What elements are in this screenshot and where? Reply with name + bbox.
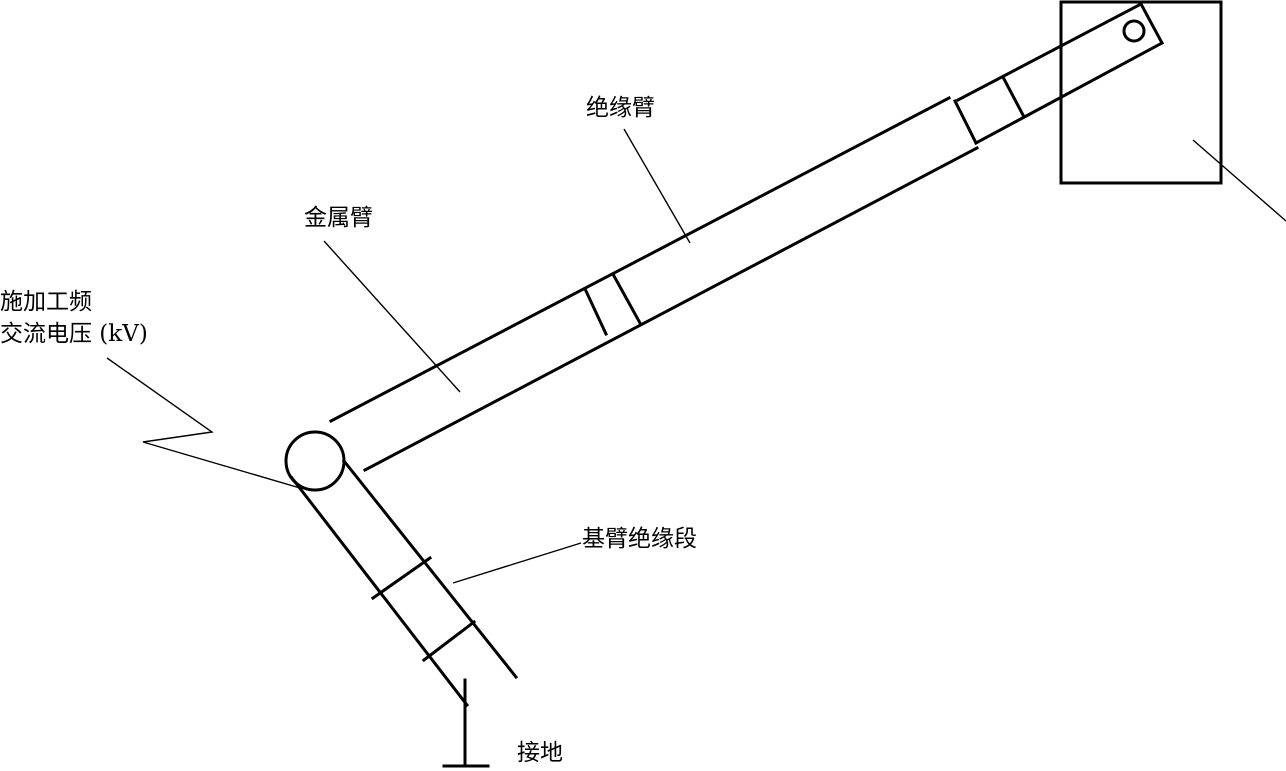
tip-start-cap <box>952 98 979 146</box>
base-arm-leader <box>452 542 582 584</box>
upper-boom <box>328 95 980 473</box>
tip-pin-hole <box>1122 19 1146 43</box>
insulating-arm-leader <box>623 128 691 244</box>
tip-bottom-edge <box>973 40 1165 146</box>
metal-arm-label: 金属臂 <box>304 205 373 231</box>
metal-arm-leader <box>323 240 461 393</box>
upper-boom-top-edge <box>328 95 952 424</box>
tip-joint-line <box>1001 76 1026 118</box>
base-arm-left-edge <box>289 475 470 708</box>
insulating-arm-label: 绝缘臂 <box>586 95 655 121</box>
applied-voltage-label: 施加工频 交流电压 (kV) <box>0 286 148 350</box>
upper-boom-bottom-edge <box>362 145 980 473</box>
boom-tip <box>952 1 1165 146</box>
base-arm <box>289 458 519 708</box>
base-arm-insulating-section-label: 基臂绝缘段 <box>582 526 697 552</box>
ground-symbol <box>442 678 490 768</box>
ground-label: 接地 <box>517 740 563 766</box>
applied-voltage-label-line2: 交流电压 (kV) <box>0 321 148 347</box>
voltage-zigzag-leader <box>106 357 301 489</box>
tip-end-cap <box>1138 1 1165 46</box>
insulation-joint-line <box>611 273 643 326</box>
base-insulation-band-bottom <box>421 619 477 663</box>
applied-voltage-label-line1: 施加工频 <box>0 289 92 315</box>
platform-box <box>1059 0 1223 185</box>
base-insulation-band-top <box>370 555 433 601</box>
base-arm-right-edge <box>341 458 519 680</box>
platform-leader <box>1192 139 1286 222</box>
tip-top-edge <box>955 1 1144 103</box>
insulation-joint-tick <box>584 289 608 336</box>
